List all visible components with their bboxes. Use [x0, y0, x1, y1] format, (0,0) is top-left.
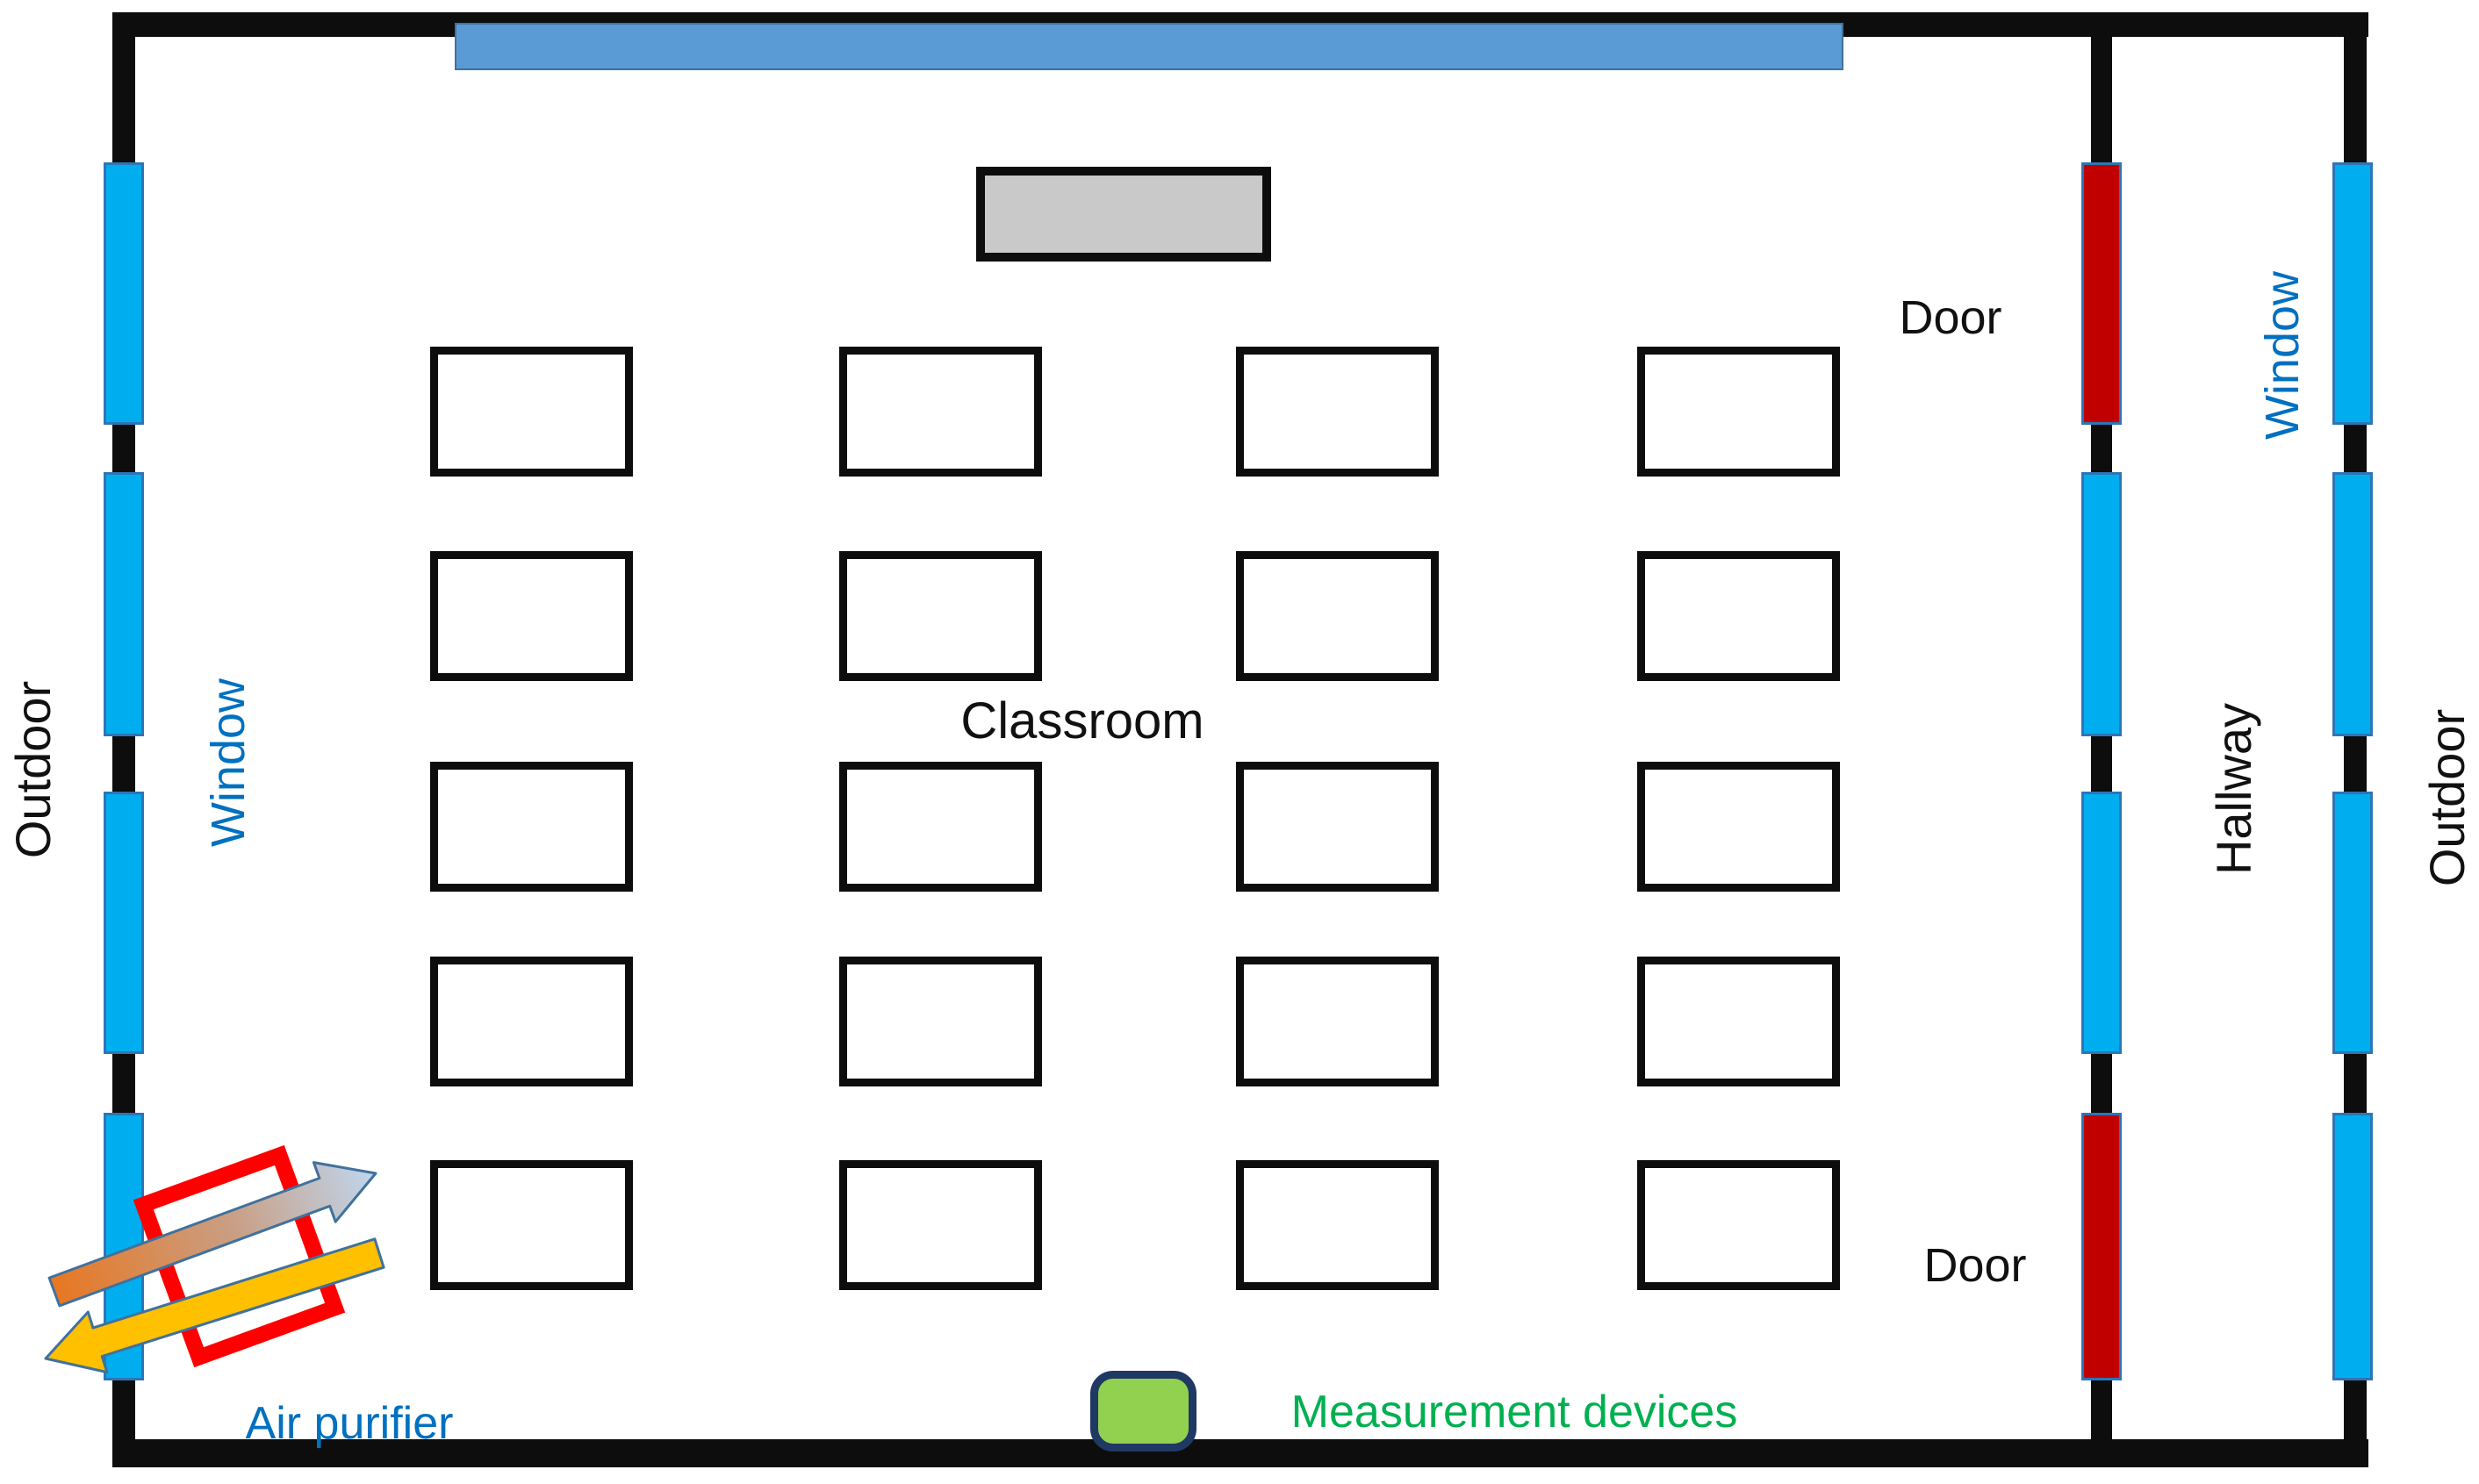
student-desk [1637, 347, 1840, 477]
door-bottom-label: Door [1923, 1239, 2027, 1292]
outdoor-left-label: Outdoor [5, 680, 61, 859]
student-desk [839, 957, 1042, 1086]
classroom-label: Classroom [960, 692, 1204, 749]
inner-wall-window-strip [2081, 472, 2122, 736]
left-wall-window-strip [104, 162, 144, 425]
left-wall-window-strip [104, 472, 144, 736]
airflow-exhaust-arrow [44, 1237, 385, 1374]
right-wall-window-strip [2332, 1113, 2373, 1380]
left-wall-window-strip [104, 792, 144, 1054]
door-top-label: Door [1899, 291, 2002, 344]
inner-wall-window-strip [2081, 792, 2122, 1054]
inner-wall-door-strip [2081, 1113, 2122, 1380]
student-desk [839, 551, 1042, 681]
student-desk [430, 551, 633, 681]
air-purifier-outline [133, 1144, 346, 1368]
student-desk [430, 347, 633, 477]
right-wall-window-strip [2332, 792, 2373, 1054]
student-desk [1637, 551, 1840, 681]
blackboard [455, 23, 1843, 70]
student-desk [839, 1160, 1042, 1290]
student-desk [1637, 957, 1840, 1086]
measurement-device [1090, 1371, 1196, 1452]
student-desk [839, 347, 1042, 477]
airflow-intake-arrow [47, 1161, 377, 1308]
right-wall-window-strip [2332, 472, 2373, 736]
wall-bottom [112, 1439, 2368, 1467]
student-desk [1637, 762, 1840, 892]
inner-wall-door-strip [2081, 162, 2122, 425]
student-desk [430, 957, 633, 1086]
teacher-desk [976, 167, 1271, 262]
student-desk [1236, 1160, 1439, 1290]
student-desk [1236, 762, 1439, 892]
air-purifier-icon [44, 1144, 385, 1374]
right-wall-window-strip [2332, 162, 2373, 425]
student-desk [1637, 1160, 1840, 1290]
student-desk [1236, 347, 1439, 477]
air-purifier-label: Air purifier [245, 1398, 454, 1449]
window-right-label: Window [2256, 270, 2309, 441]
student-desk [839, 762, 1042, 892]
student-desk [430, 1160, 633, 1290]
student-desk [1236, 957, 1439, 1086]
measurement-devices-label: Measurement devices [1290, 1387, 1738, 1437]
hallway-label: Hallway [2206, 702, 2261, 876]
student-desk [430, 762, 633, 892]
window-left-label: Window [202, 677, 255, 848]
outdoor-right-label: Outdoor [2419, 708, 2475, 887]
student-desk [1236, 551, 1439, 681]
